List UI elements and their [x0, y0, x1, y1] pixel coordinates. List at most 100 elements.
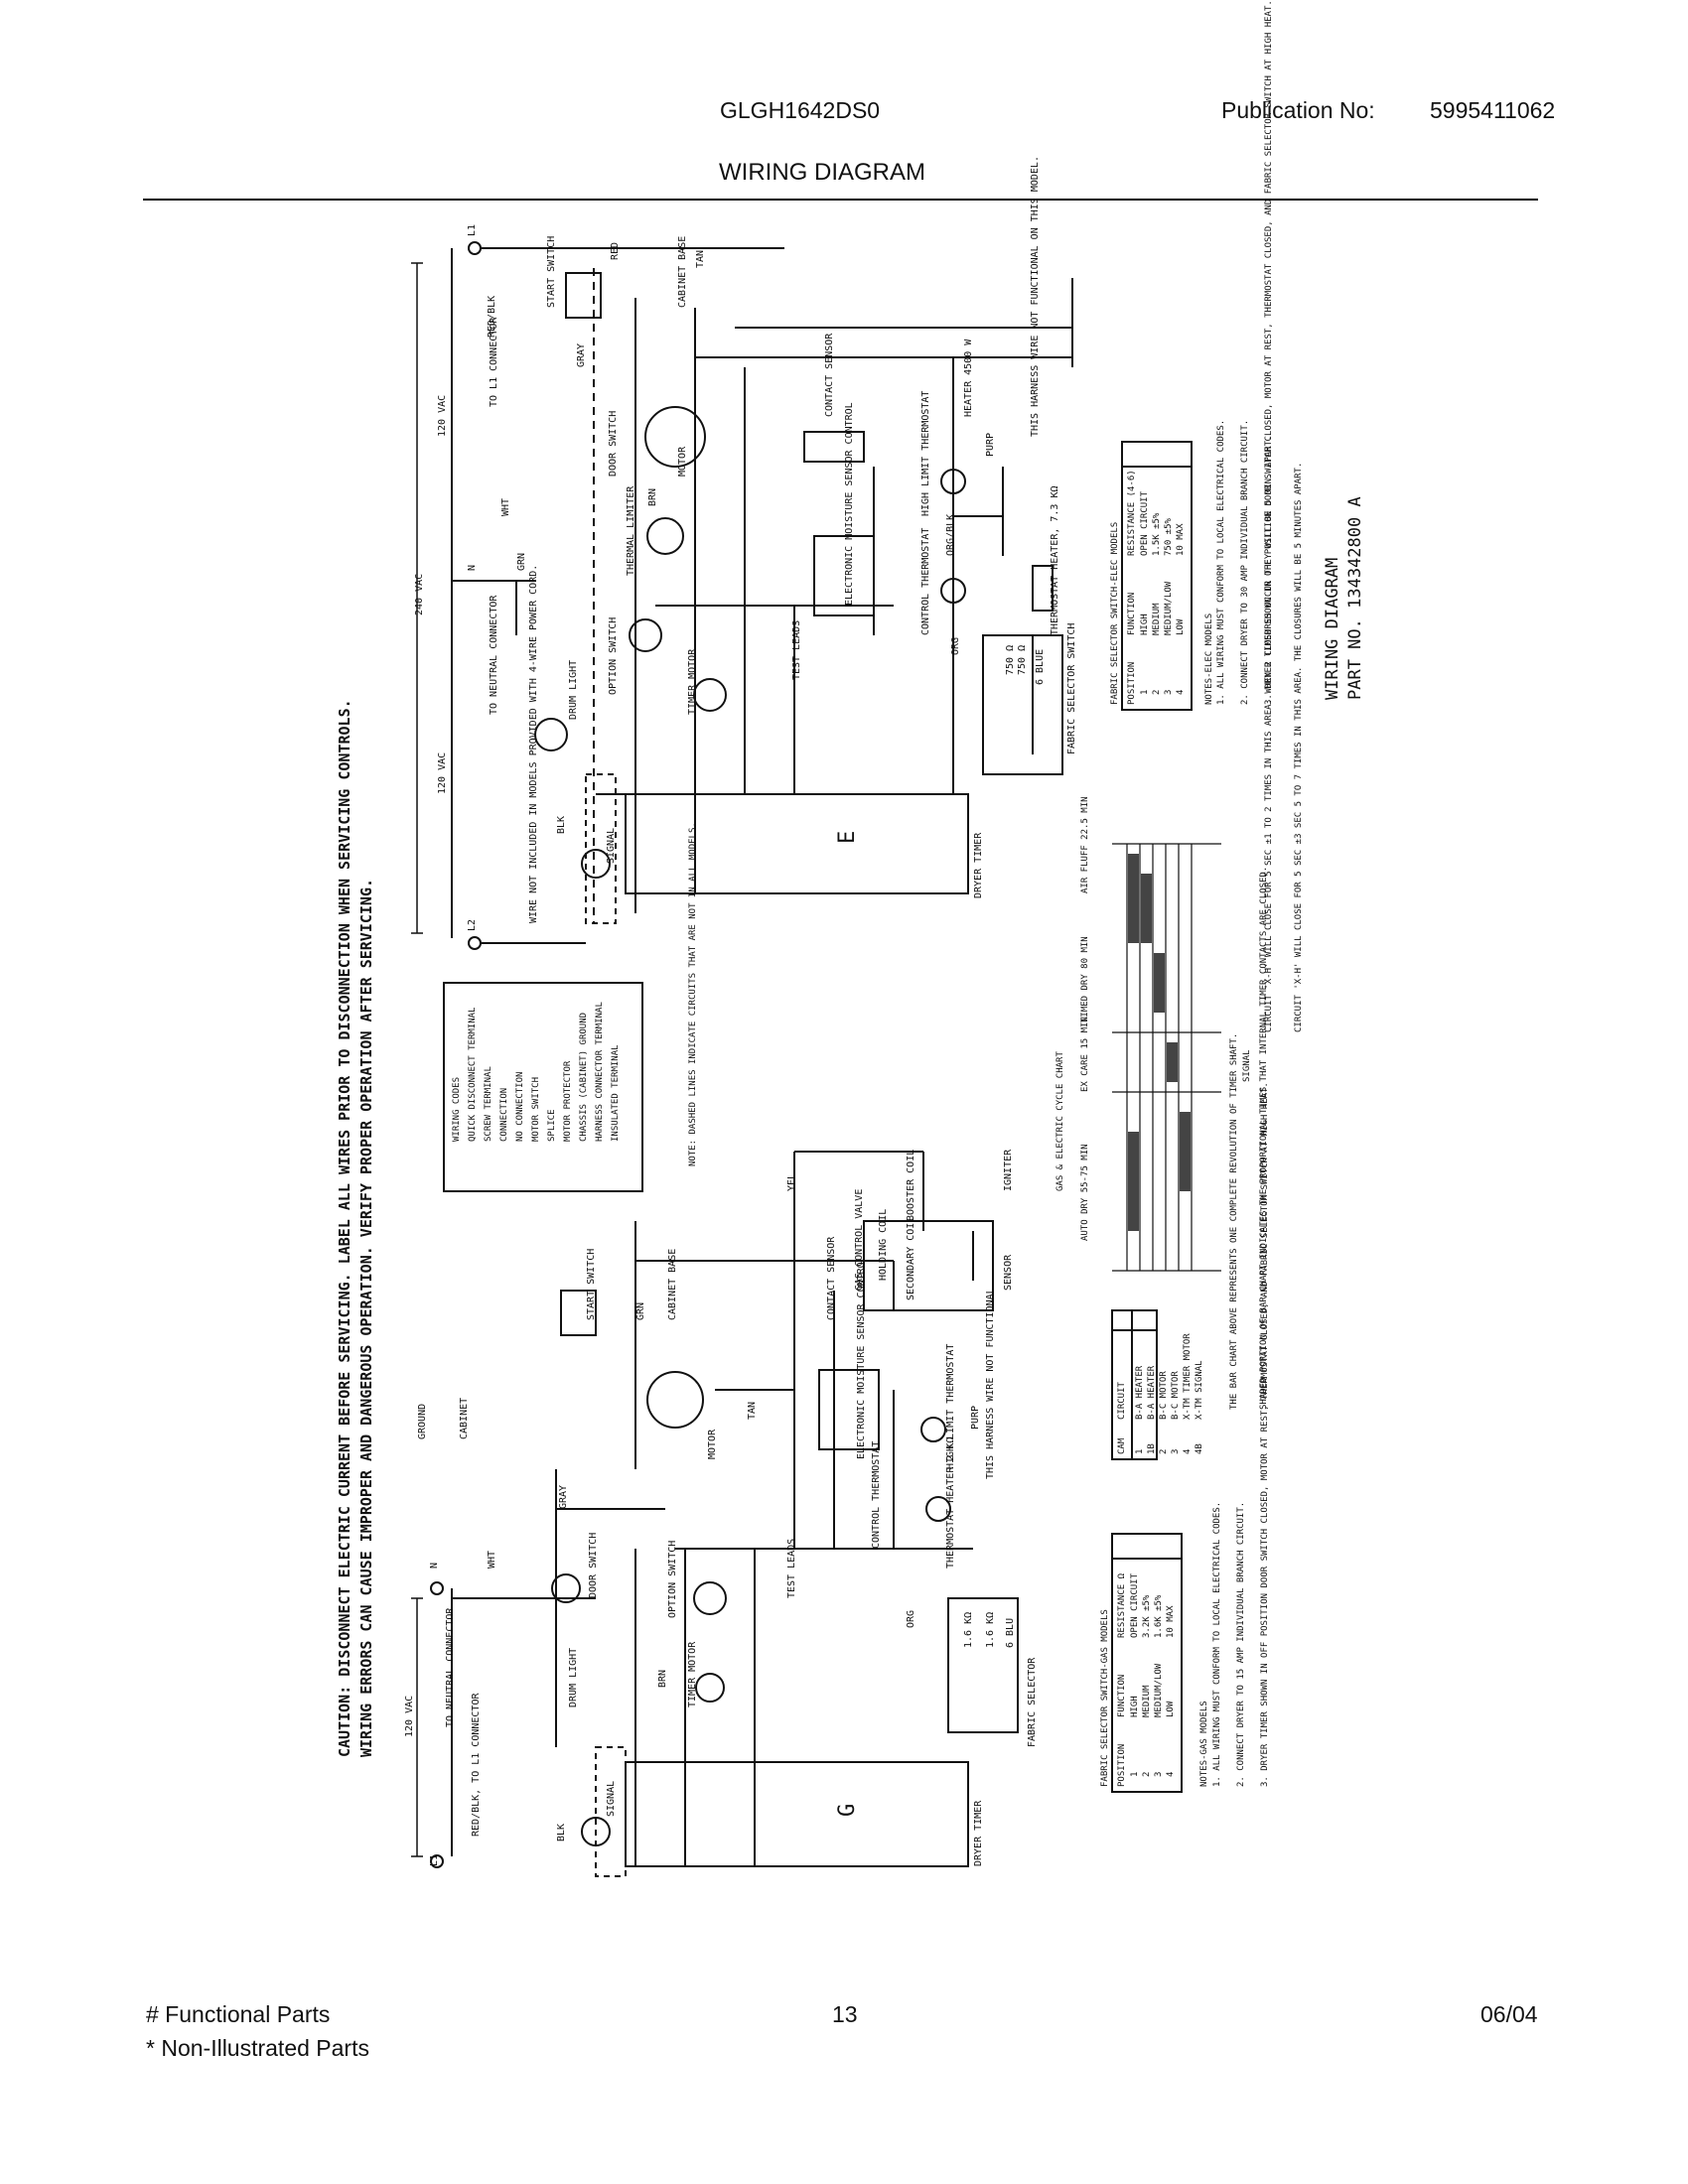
label-n-elec: N [467, 565, 478, 571]
cycle-th-1: CIRCUIT [1117, 1381, 1127, 1420]
non-illustrated-legend: * Non-Illustrated Parts [146, 2035, 369, 2061]
label-option-switch-gas: OPTION SWITCH [667, 1541, 678, 1618]
label-r2-gas: 1.6 KΩ [985, 1612, 996, 1648]
label-fabric-selector-elec: FABRIC SELECTOR SWITCH [1066, 623, 1077, 754]
elec-note-3: 3. DRYER TIMER SHOWN IN OFF POSITION DOO… [1264, 0, 1274, 705]
label-120vac-bottom: 120 VAC [437, 752, 448, 794]
gas-table-h2: RESISTANCE Ω [1117, 1572, 1127, 1638]
cycle-r4c0: 4 [1183, 1449, 1193, 1454]
gas-note-0: NOTES-GAS MODELS [1199, 1701, 1209, 1787]
wiring-code-0: QUICK DISCONNECT TERMINAL [468, 1008, 478, 1142]
cycle-r0c1: B-A HEATER [1135, 1365, 1145, 1420]
cycle-r1c0: 1B [1147, 1443, 1157, 1454]
gas-note-2: 2. CONNECT DRYER TO 15 AMP INDIVIDUAL BR… [1236, 1502, 1246, 1787]
label-fabric-selector-gas: FABRIC SELECTOR [1027, 1657, 1038, 1747]
label-dryer-timer-gas: DRYER TIMER [973, 1800, 984, 1866]
gas-table-r0c1: HIGH [1130, 1696, 1140, 1717]
label-l2-elec: L2 [467, 919, 478, 931]
label-n-gas: N [429, 1563, 440, 1569]
gas-table-h1: FUNCTION [1117, 1675, 1127, 1717]
elec-table-r2c1: MEDIUM/LOW [1164, 581, 1174, 635]
label-240vac: 240 VAC [414, 574, 425, 615]
label-gray: GRAY [576, 343, 587, 367]
cycle-signal-note-b: CIRCUIT 'X-H' WILL CLOSE FOR 5 SEC ±3 SE… [1294, 463, 1304, 1032]
gas-table-r3c2: 10 MAX [1166, 1605, 1176, 1638]
cycle-signal-note-a: CIRCUIT 'X-H' WILL CLOSE FOR 5 SEC ±1 TO… [1264, 436, 1274, 1032]
label-high-limit-elec: HIGH LIMIT THERMOSTAT [920, 391, 931, 516]
wiring-code-2: CONNECTION [499, 1088, 509, 1142]
label-signal-elec: SIGNAL [606, 828, 617, 864]
elec-note-0: NOTES-ELEC MODELS [1204, 614, 1214, 705]
label-120vac-top: 120 VAC [437, 395, 448, 437]
label-tan-gas: TAN [747, 1402, 758, 1420]
gas-table-r2c2: 1.6K ±5% [1154, 1594, 1164, 1638]
label-to-neutral-connector-gas: TO NEUTRAL CONNECTOR [445, 1607, 456, 1727]
cycle-chart-title: GAS & ELECTRIC CYCLE CHART [1055, 1051, 1065, 1191]
wiring-code-1: SCREW TERMINAL [484, 1066, 493, 1142]
cycle-r5c0: 4B [1195, 1443, 1204, 1454]
label-motor-elec: MOTOR [677, 446, 688, 477]
cycle-col-2: TIMED DRY 80 MIN [1080, 936, 1090, 1023]
gas-table-r0c2: OPEN CIRCUIT [1130, 1572, 1140, 1638]
label-blk: BLK [556, 816, 567, 834]
elec-table-r3c0: 4 [1176, 690, 1186, 695]
cycle-r1c1: B-A HEATER [1147, 1365, 1157, 1420]
label-r750-2: 750 Ω [1017, 645, 1028, 675]
label-start-switch-elec: START SWITCH [546, 236, 557, 308]
cycle-signal-label: SIGNAL [1242, 1049, 1252, 1082]
elec-table-r1c0: 2 [1152, 690, 1162, 695]
part-number-stamp: PART NO. 134342800 A [1345, 496, 1365, 700]
label-cabinet-base-gas: CABINET BASE [667, 1249, 678, 1320]
label-test-leads-gas: TEST LEADS [786, 1539, 797, 1598]
label-grn: GRN [516, 553, 527, 571]
label-r1-gas: 1.6 KΩ [963, 1612, 974, 1648]
wiring-code-5: SPLICE [547, 1109, 557, 1142]
label-dryer-timer-elec: DRYER TIMER [973, 832, 984, 898]
label-control-thermostat-elec: CONTROL THERMOSTAT [920, 528, 931, 635]
label-heater: HEATER 4500 W [963, 339, 974, 417]
label-holding-coil: HOLDING COIL [878, 1209, 889, 1281]
label-sensor: SENSOR [1003, 1254, 1014, 1291]
label-thermal-limiter: THERMAL LIMITER [626, 485, 636, 576]
label-door-switch-gas: DOOR SWITCH [588, 1533, 599, 1598]
gas-table-r1c2: 3.2K ±5% [1142, 1594, 1152, 1638]
label-wht-gas: WHT [487, 1551, 497, 1569]
elec-table-r2c0: 3 [1164, 690, 1174, 695]
elec-table-h2: RESISTANCE (4-6) [1127, 470, 1137, 556]
label-grn-gas: GRN [635, 1302, 646, 1320]
label-l1-gas: L1 [429, 1854, 440, 1866]
cycle-r2c0: 2 [1159, 1449, 1169, 1454]
wiring-code-8: HARNESS CONNECTOR TERMINAL [595, 1002, 605, 1142]
label-start-switch-gas: START SWITCH [586, 1249, 597, 1320]
label-r750-1: 750 Ω [1005, 645, 1016, 675]
wiring-code-9: INSULATED TERMINAL [611, 1044, 621, 1142]
cycle-r0c0: 1 [1135, 1449, 1145, 1454]
elec-table-title: FABRIC SELECTOR SWITCH-ELEC MODELS [1110, 522, 1120, 705]
elec-table-h1: FUNCTION [1127, 593, 1137, 635]
label-blk-gas: BLK [556, 1824, 567, 1842]
elec-note-1: 1. ALL WIRING MUST CONFORM TO LOCAL ELEC… [1216, 420, 1226, 705]
label-gray-gas: GRAY [558, 1485, 569, 1509]
label-six-blu: 6 BLU [1005, 1618, 1016, 1648]
header-rule [143, 199, 1538, 201]
label-option-switch-elec: OPTION SWITCH [608, 617, 619, 695]
label-red: RED [610, 242, 621, 260]
label-purp: PURP [985, 433, 996, 457]
functional-parts-legend: # Functional Parts [146, 2001, 331, 2027]
label-brn: BRN [647, 488, 658, 506]
elec-table-h0: POSITION [1127, 662, 1137, 705]
label-secondary-coil: SECONDARY COIL [906, 1217, 916, 1300]
label-120vac-gas: 120 VAC [404, 1696, 415, 1737]
label-purp-gas: PURP [970, 1406, 981, 1430]
label-harness-note-gas: THIS HARNESS WIRE NOT FUNCTIONAL [985, 1288, 996, 1479]
label-ground: GROUND [417, 1404, 428, 1439]
label-timer-motor-elec: TIMER MOTOR [687, 648, 698, 715]
cycle-shaded-note: SHADED PORTION OF BAR CHART INDICATES TH… [1259, 867, 1269, 1410]
cycle-r3c1: B-C MOTOR [1171, 1371, 1181, 1420]
label-gas-valve: GAS CONTROL VALVE [854, 1189, 865, 1291]
cycle-bar-note: THE BAR CHART ABOVE REPRESENTS ONE COMPL… [1229, 1033, 1239, 1410]
label-org-gas: ORG [906, 1610, 916, 1628]
publication-label: Publication No: [1221, 97, 1375, 123]
gas-table-title: FABRIC SELECTOR SWITCH-GAS MODELS [1100, 1609, 1110, 1787]
label-harness-note-elec: THIS HARNESS WIRE NOT FUNCTIONAL ON THIS… [1030, 156, 1041, 437]
